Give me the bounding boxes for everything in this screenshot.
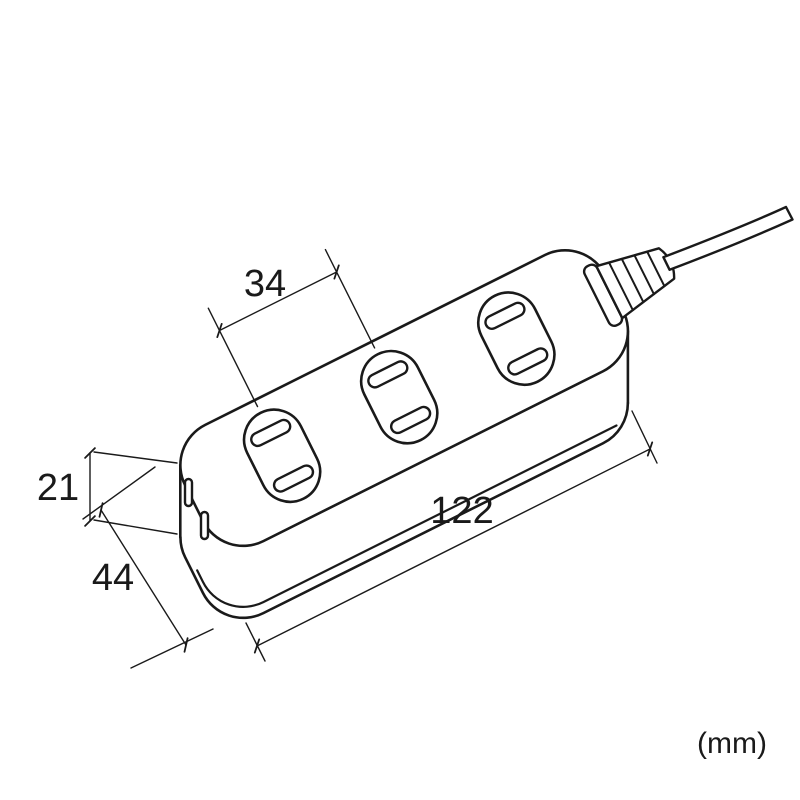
power-cord [662, 205, 794, 271]
side-outlet-slot-right [199, 510, 210, 541]
dim-depth-ticks [98, 502, 189, 653]
strip-base-outline [179, 401, 630, 620]
dim-depth-label: 44 [92, 557, 134, 599]
unit-label: (mm) [697, 727, 767, 760]
dim-height-ticks [84, 447, 96, 527]
strip-top-group [179, 247, 676, 548]
dim-length-label: 122 [430, 490, 493, 532]
dim-length-line [256, 448, 651, 647]
dim-outlet-pitch-line [218, 271, 338, 332]
dim-outlet-pitch-ticks [216, 264, 340, 338]
dim-outlet-pitch-extension-lines [207, 248, 376, 408]
strip-base-contour [179, 401, 630, 620]
outlet-3-slot-top [484, 301, 526, 330]
outlet-2-slot-bottom [389, 405, 432, 435]
outlet-3-slot-bottom [507, 347, 549, 376]
dim-depth-extension-lines [82, 466, 214, 669]
outlet-1-slot-bottom [272, 464, 315, 493]
dim-length-ticks [253, 441, 654, 654]
dim-depth-line [100, 509, 187, 646]
strip-bottom-seam-line [196, 424, 618, 608]
strip-bottom-seam [196, 424, 618, 608]
dim-length-extension-lines [245, 410, 658, 662]
outlet-2-slot-top [367, 360, 409, 389]
side-outlet-slot-left [183, 477, 194, 508]
dim-outlet-pitch-label: 34 [244, 263, 286, 305]
dim-height-extension-lines [93, 451, 178, 535]
dim-height-label: 21 [37, 467, 79, 509]
outlet-1-slot-top [250, 418, 292, 448]
strain-relief-ridges [608, 250, 666, 312]
